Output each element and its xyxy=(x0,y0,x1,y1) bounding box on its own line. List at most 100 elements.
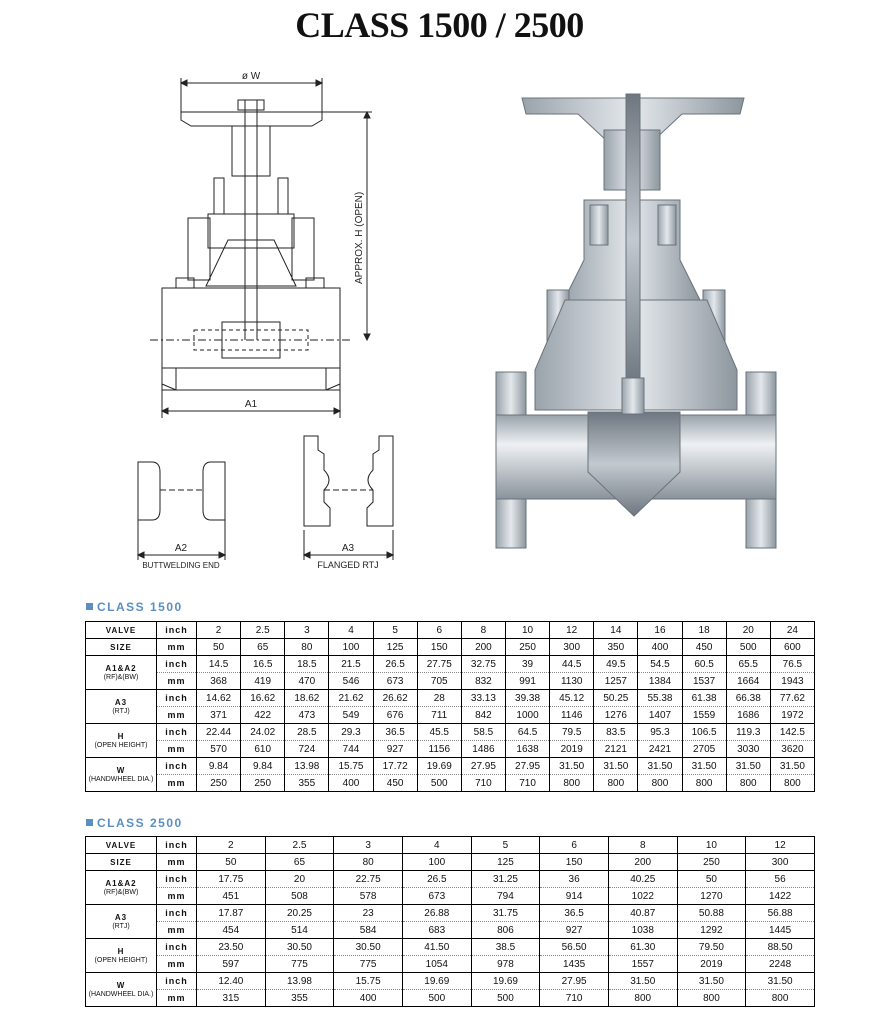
row-group-subtitle: (RTJ) xyxy=(112,922,130,930)
value-cell: 1407 xyxy=(637,706,683,724)
value-cell: 1435 xyxy=(539,955,609,973)
dim-a1-label: A1 xyxy=(245,399,258,410)
value-cell: 8 xyxy=(460,621,506,639)
value-cell: 31.50 xyxy=(607,972,678,990)
value-cell: 450 xyxy=(681,638,727,656)
value-cell: 705 xyxy=(416,672,462,690)
unit-cell: mm xyxy=(156,774,197,792)
value-cell: 31.50 xyxy=(769,757,815,775)
value-cell: 422 xyxy=(240,706,285,724)
value-cell: 800 xyxy=(745,989,815,1007)
value-cell: 31.50 xyxy=(745,972,815,990)
value-cell: 711 xyxy=(416,706,462,724)
value-cell: 676 xyxy=(372,706,418,724)
row-group-label: VALVE xyxy=(85,621,157,639)
value-cell: 19.69 xyxy=(470,972,540,990)
row-group-subtitle: (RTJ) xyxy=(112,707,130,715)
value-cell: 300 xyxy=(745,853,815,871)
value-cell: 5 xyxy=(372,621,418,639)
row-group-title: H xyxy=(117,731,125,741)
value-cell: 9.84 xyxy=(240,757,285,775)
bullet-square-icon xyxy=(86,603,93,610)
value-cell: 1156 xyxy=(416,740,462,758)
value-cell: 16.62 xyxy=(240,689,285,707)
value-cell: 50.88 xyxy=(676,904,746,922)
value-cell: 10 xyxy=(504,621,550,639)
value-cell: 400 xyxy=(328,774,374,792)
value-cell: 23.50 xyxy=(196,938,266,956)
line-drawing xyxy=(136,78,395,560)
value-cell: 355 xyxy=(284,774,329,792)
value-cell: 30.50 xyxy=(264,938,334,956)
value-cell: 100 xyxy=(328,638,374,656)
value-cell: 95.3 xyxy=(637,723,683,741)
value-cell: 45.5 xyxy=(416,723,462,741)
value-cell: 315 xyxy=(196,989,266,1007)
value-cell: 56.50 xyxy=(539,938,609,956)
value-cell: 83.5 xyxy=(593,723,638,741)
value-cell: 2248 xyxy=(745,955,815,973)
value-cell: 26.62 xyxy=(372,689,418,707)
value-cell: 1557 xyxy=(607,955,678,973)
value-cell: 56 xyxy=(745,870,815,888)
cutaway-render xyxy=(495,93,777,549)
value-cell: 61.30 xyxy=(607,938,678,956)
value-cell: 1486 xyxy=(460,740,506,758)
class2500-title: CLASS 2500 xyxy=(97,816,183,830)
value-cell: 20.25 xyxy=(264,904,334,922)
value-cell: 800 xyxy=(769,774,815,792)
row-group-label: H(OPEN HEIGHT) xyxy=(85,723,157,758)
value-cell: 54.5 xyxy=(637,655,683,673)
value-cell: 5 xyxy=(470,836,540,854)
row-group-subtitle: (HANDWHEEL DIA.) xyxy=(88,990,154,998)
bullet-square-icon xyxy=(86,819,93,826)
value-cell: 4 xyxy=(328,621,374,639)
value-cell: 584 xyxy=(333,921,403,939)
value-cell: 610 xyxy=(240,740,285,758)
row-group-subtitle: (OPEN HEIGHT) xyxy=(94,956,148,964)
value-cell: 27.95 xyxy=(504,757,550,775)
row-group-label: A1&A2(RF)&(BW) xyxy=(85,655,157,690)
value-cell: 600 xyxy=(769,638,815,656)
value-cell: 50.25 xyxy=(593,689,638,707)
value-cell: 142.5 xyxy=(769,723,815,741)
value-cell: 150 xyxy=(539,853,609,871)
value-cell: 350 xyxy=(593,638,638,656)
value-cell: 125 xyxy=(372,638,418,656)
value-cell: 21.5 xyxy=(328,655,374,673)
value-cell: 27.95 xyxy=(460,757,506,775)
unit-cell: inch xyxy=(156,723,197,741)
value-cell: 80 xyxy=(333,853,403,871)
row-group-label: W(HANDWHEEL DIA.) xyxy=(85,972,157,1007)
value-cell: 30.50 xyxy=(333,938,403,956)
unit-cell: inch xyxy=(156,904,197,922)
value-cell: 842 xyxy=(460,706,506,724)
unit-cell: inch xyxy=(156,655,197,673)
row-group-subtitle: (HANDWHEEL DIA.) xyxy=(88,775,154,783)
value-cell: 1292 xyxy=(676,921,746,939)
value-cell: 39 xyxy=(504,655,550,673)
value-cell: 2019 xyxy=(676,955,746,973)
value-cell: 16 xyxy=(637,621,683,639)
row-group-label: H(OPEN HEIGHT) xyxy=(85,938,157,973)
value-cell: 800 xyxy=(607,989,678,1007)
value-cell: 450 xyxy=(372,774,418,792)
value-cell: 79.50 xyxy=(676,938,746,956)
value-cell: 33.13 xyxy=(460,689,506,707)
value-cell: 13.98 xyxy=(264,972,334,990)
unit-cell: inch xyxy=(156,836,197,854)
value-cell: 470 xyxy=(284,672,329,690)
value-cell: 2 xyxy=(196,836,266,854)
value-cell: 24.02 xyxy=(240,723,285,741)
value-cell: 50 xyxy=(196,853,266,871)
value-cell: 6 xyxy=(416,621,462,639)
value-cell: 21.62 xyxy=(328,689,374,707)
unit-cell: mm xyxy=(156,672,197,690)
value-cell: 58.5 xyxy=(460,723,506,741)
value-cell: 832 xyxy=(460,672,506,690)
value-cell: 76.5 xyxy=(769,655,815,673)
value-cell: 806 xyxy=(470,921,540,939)
